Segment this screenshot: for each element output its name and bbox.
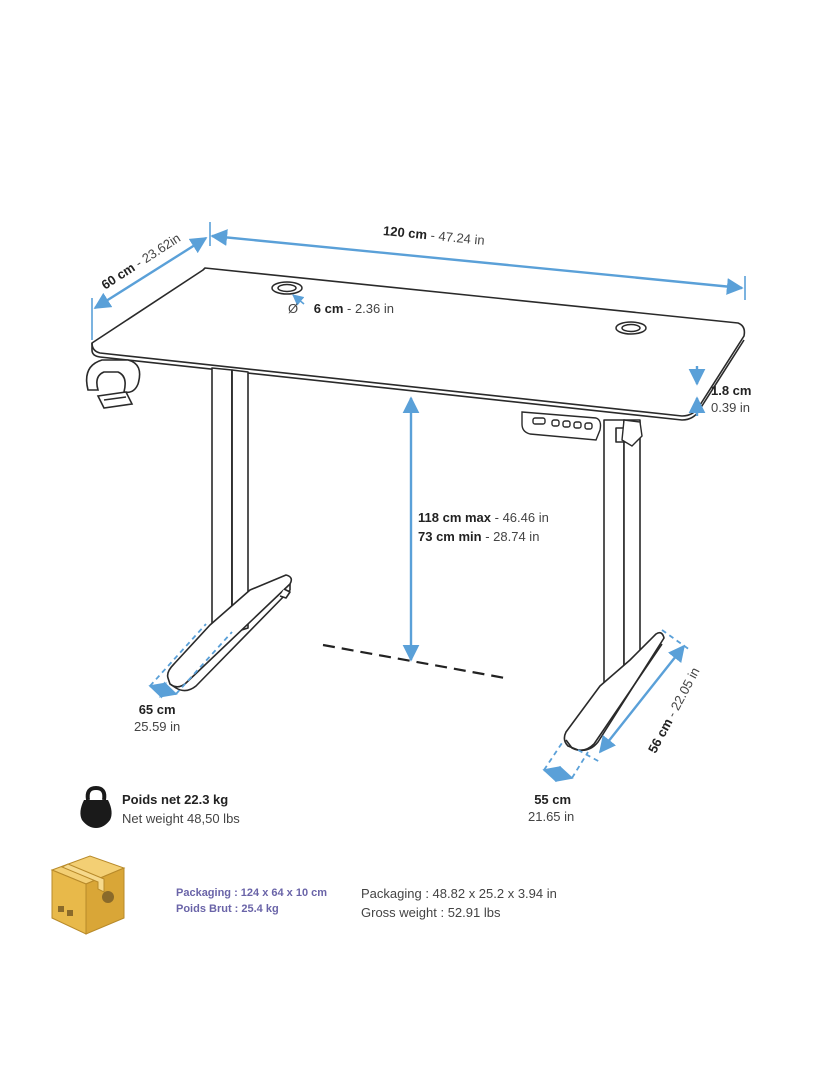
right-foot-width-label: 55 cm 21.65 in [528,791,574,825]
height-max-imperial: - 46.46 in [494,510,549,525]
right-foot-width-metric: 55 cm [534,792,572,807]
weight-info: Poids net 22.3 kg Net weight 48,50 lbs [122,790,240,828]
thickness-imperial: 0.39 in [711,400,751,415]
packaging-fr-weight: Poids Brut : 25.4 kg [176,903,279,915]
packaging-fr-dims: Packaging : 124 x 64 x 10 cm [176,887,328,899]
packaging-en: Packaging : 48.82 x 25.2 x 3.94 in Gross… [361,884,557,922]
left-foot-imperial: 25.59 in [134,719,181,734]
right-foot-width-imperial: 21.65 in [528,809,575,824]
left-leg [166,367,293,692]
floor-line [322,643,506,680]
packaging-en-dims: Packaging : 48.82 x 25.2 x 3.94 in [361,886,557,901]
headphone-hook-icon [85,359,141,409]
kettlebell-icon [80,785,112,828]
desk-top [91,267,746,421]
dimension-lines [91,222,746,783]
grommet-metric: 6 cm [313,301,344,316]
right-leg [563,419,665,752]
net-weight-title: Poids net 22.3 kg [122,792,229,807]
thickness-label: 1.8 cm 0.39 in [711,382,751,416]
cardboard-box-icon [50,855,126,935]
height-label: 118 cm max - 46.46 in 73 cm min - 28.74 … [418,508,549,546]
packaging-en-weight: Gross weight : 52.91 lbs [361,905,501,920]
grommet-label: Ø 6 cm - 2.36 in [288,300,394,317]
height-min-imperial: - 28.74 in [485,529,540,544]
width-metric: 120 cm [382,222,428,243]
height-max-metric: 118 cm max [418,510,492,525]
control-panel-icon [521,411,643,447]
height-min-metric: 73 cm min [418,529,482,544]
packaging-fr: Packaging : 124 x 64 x 10 cm Poids Brut … [176,885,327,917]
left-foot-metric: 65 cm [138,702,176,717]
left-foot-label: 65 cm 25.59 in [134,701,180,735]
diameter-symbol: Ø [288,301,299,316]
net-weight-subtitle: Net weight 48,50 lbs [122,811,240,826]
grommet-imperial: - 2.36 in [347,301,394,316]
thickness-metric: 1.8 cm [711,383,752,398]
